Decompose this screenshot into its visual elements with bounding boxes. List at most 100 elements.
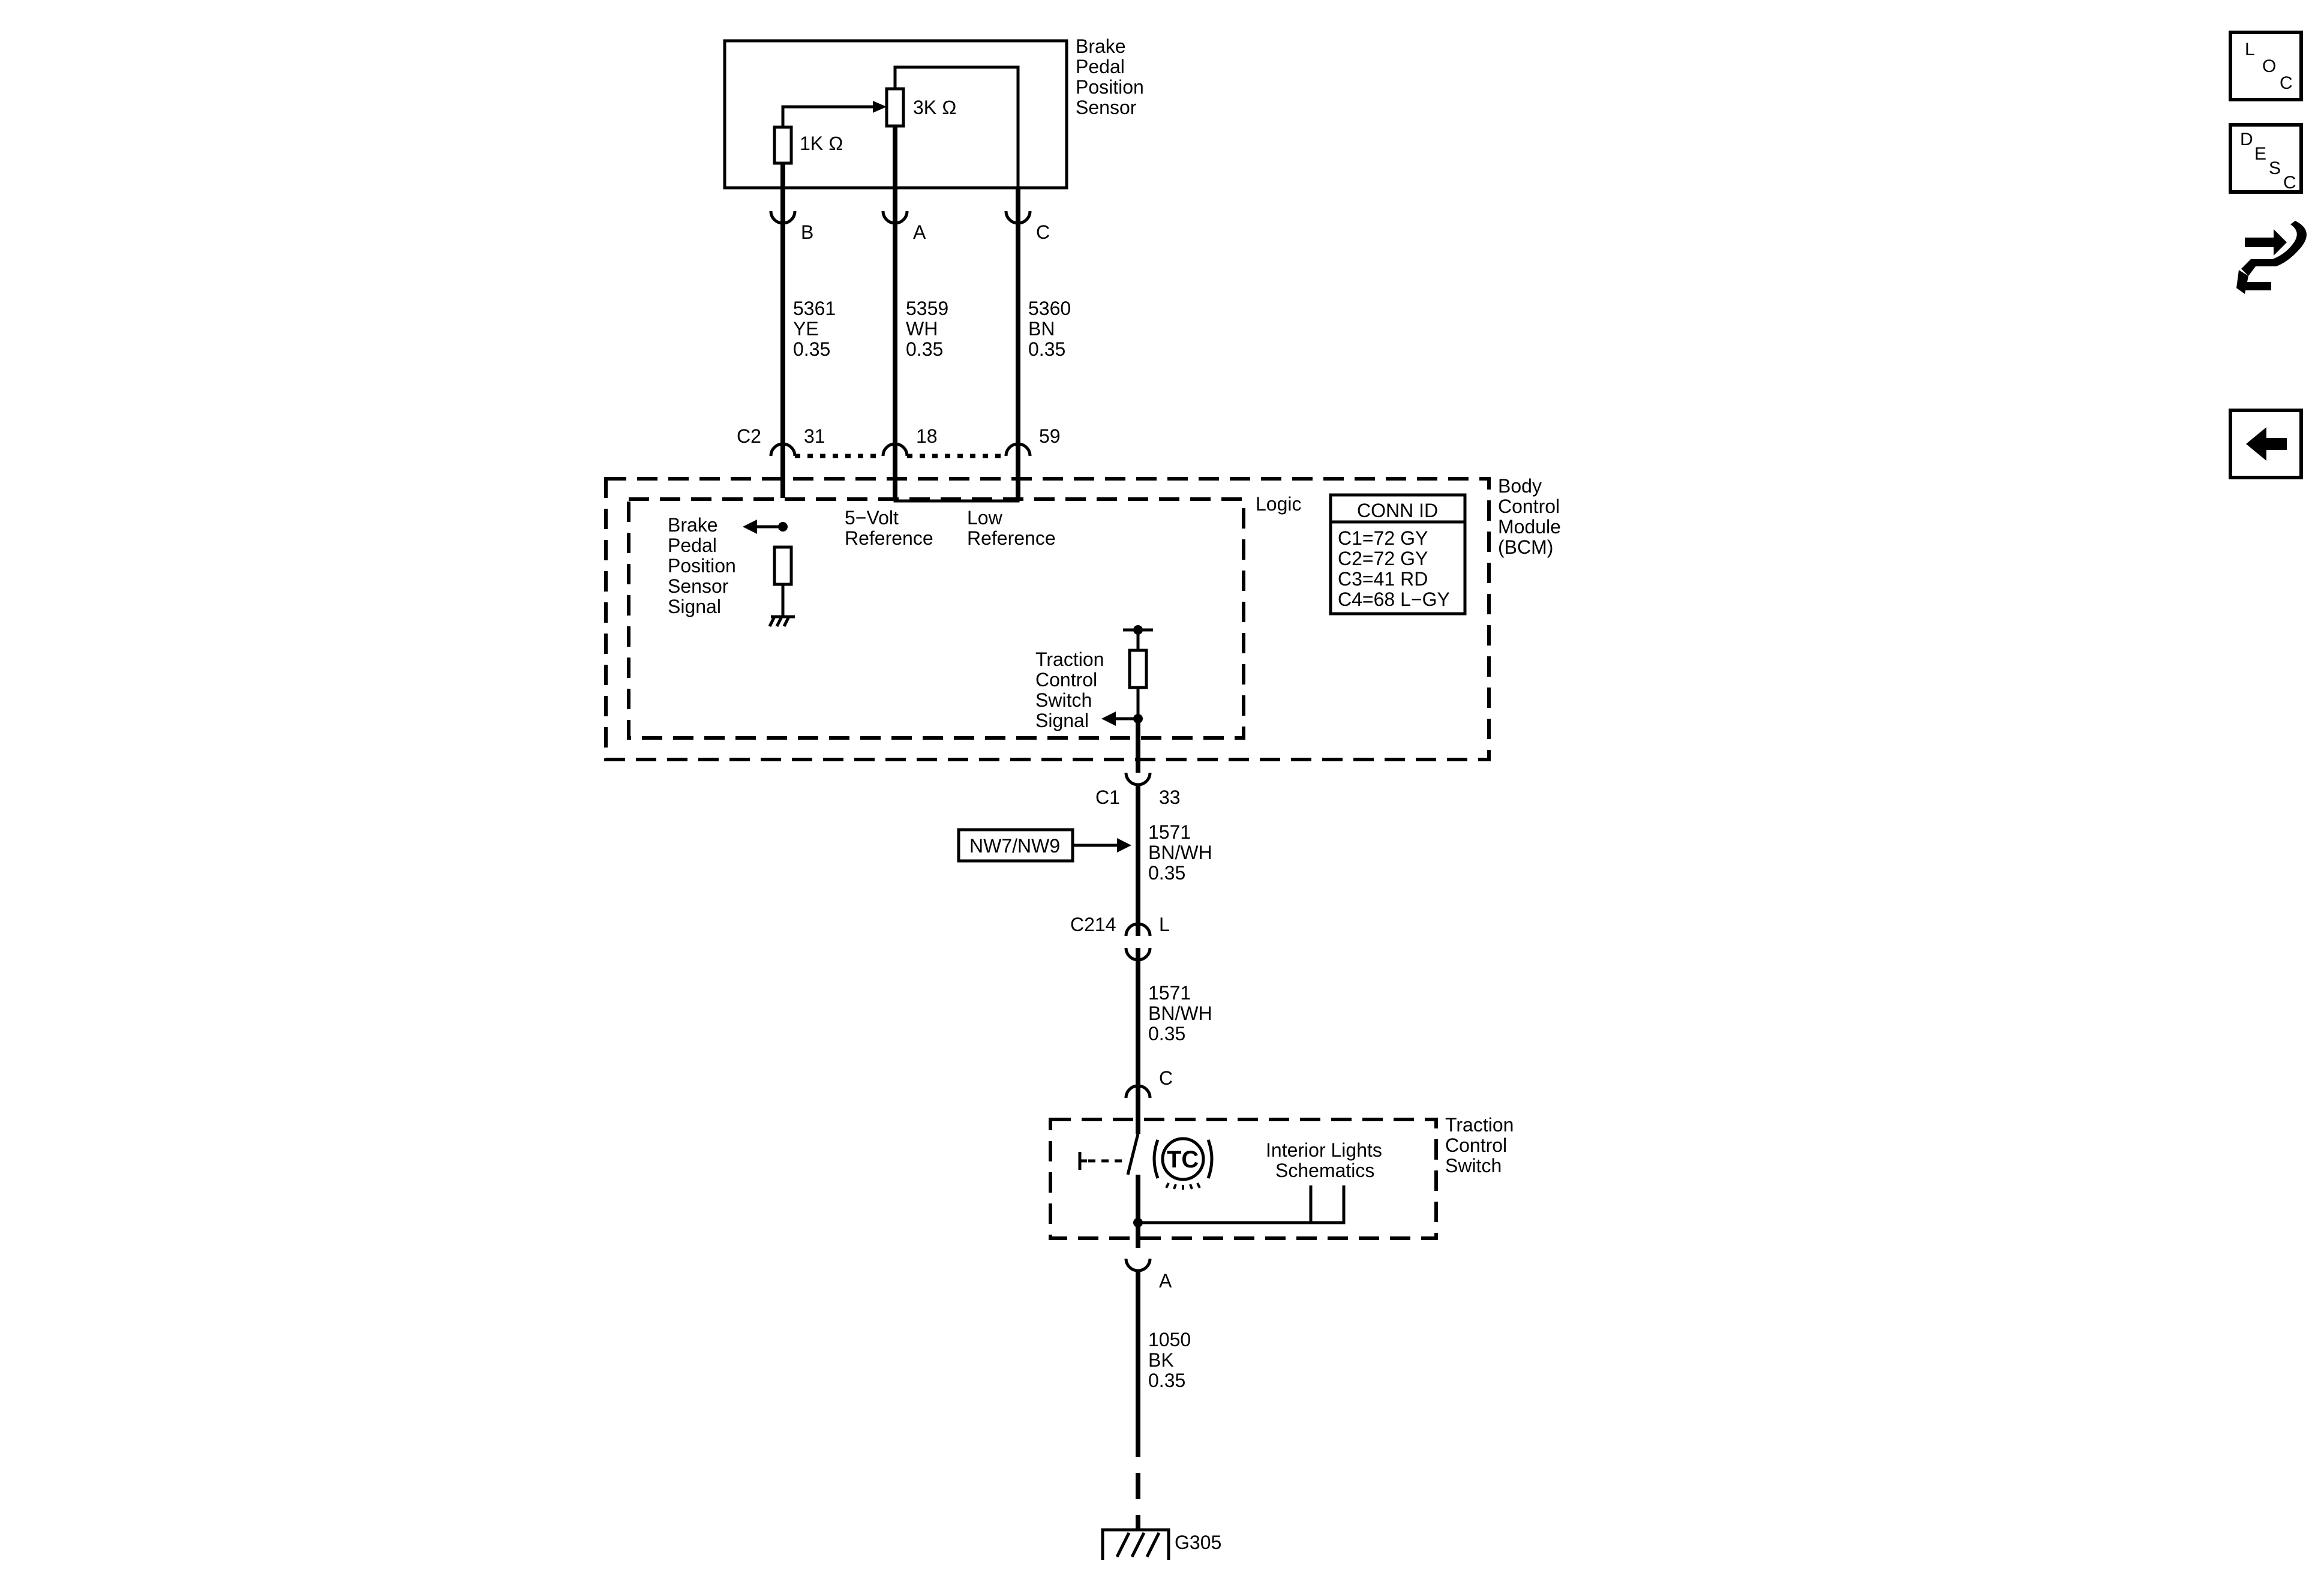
sensor-wires: 5361 YE 0.35 5359 WH 0.35 5360 BN 0.35 [780, 188, 1071, 498]
wiper-arrow-icon [873, 101, 887, 113]
sensor-title-line-3: Position [1076, 76, 1144, 98]
bcm-connector-c1: C1 33 [1095, 772, 1181, 808]
ground-label: G305 [1175, 1532, 1221, 1553]
bcm-pin-33: 33 [1159, 786, 1181, 808]
tcs-signal-line-3: Switch [1035, 689, 1092, 711]
traction-control-switch: C Traction Control Switch [1049, 1067, 1514, 1292]
wire-5361-color: YE [793, 318, 819, 340]
bcm-title-line-4: (BCM) [1498, 536, 1553, 558]
switch-contact [1126, 1133, 1140, 1175]
connector-cavity-icon [1124, 922, 1152, 936]
bcm-pin-18: 18 [916, 425, 938, 447]
tcs-signal-line-4: Signal [1035, 710, 1089, 731]
bcm-boundary [604, 477, 1491, 761]
location-icon[interactable] [2229, 31, 2303, 101]
description-button[interactable]: D E S C [2229, 123, 2303, 194]
logic-label: Logic [1256, 493, 1302, 515]
resistor-3k [885, 87, 905, 128]
bcm-title-line-1: Body [1498, 475, 1542, 497]
wire-1571-upper-color: BN/WH [1148, 842, 1212, 863]
conn-id-header: CONN ID [1357, 500, 1438, 521]
description-icon[interactable] [2229, 123, 2303, 194]
bcm-pin-31: 31 [804, 425, 825, 447]
location-button[interactable]: L O C [2229, 31, 2303, 101]
signal-arrow-icon [1101, 712, 1116, 726]
arrow-left-icon [2246, 427, 2287, 461]
option-indicator: NW7/NW9 [957, 828, 1131, 863]
conn-id-row-4: C4=68 L−GY [1338, 589, 1450, 610]
wire-1571-lower-gauge: 0.35 [1148, 1023, 1185, 1044]
loc-letter-l: L [2245, 40, 2255, 59]
switch-title-line-3: Switch [1445, 1155, 1502, 1176]
tcs-pullup-resistor [1128, 649, 1148, 689]
desc-letter-c: C [2283, 173, 2296, 193]
desc-letter-e: E [2254, 144, 2266, 164]
bcm-connector-c2: C2 [737, 425, 761, 447]
c214-pin: L [1159, 914, 1170, 935]
switch-title-line-2: Control [1445, 1134, 1507, 1156]
conn-id-row-1: C1=72 GY [1338, 527, 1428, 549]
back-button[interactable] [2229, 409, 2303, 479]
sensor-pin-b: B [801, 221, 813, 243]
body-control-module: C2 31 18 59 Body Control Module (BCM) Lo… [604, 425, 1561, 761]
connector-cavity-icon [1124, 1258, 1152, 1272]
pullup-resistor [773, 545, 793, 586]
wire-5360-circuit: 5360 [1028, 298, 1071, 319]
connector-view-icon[interactable] [2236, 221, 2307, 294]
interior-lights-line-1: Interior Lights [1266, 1139, 1382, 1161]
switch-pin-a: A [1159, 1270, 1172, 1292]
connector-cavity-icon [769, 442, 797, 457]
switch-title-line-1: Traction [1445, 1114, 1514, 1136]
switch-knob-icon [1078, 1152, 1087, 1170]
loc-letter-c: C [2280, 73, 2293, 93]
bpps-signal-line-3: Position [668, 555, 736, 577]
tcs-signal-line-1: Traction [1035, 649, 1104, 670]
wire-5360-gauge: 0.35 [1028, 338, 1065, 360]
switch-boundary [1049, 1118, 1438, 1240]
sensor-title-line-2: Pedal [1076, 56, 1125, 77]
switch-pin-c: C [1159, 1067, 1173, 1089]
bcm-title-line-2: Control [1498, 496, 1560, 517]
low-ref-line-1: Low [967, 507, 1003, 529]
traction-control-symbol-icon: TC [1152, 1137, 1214, 1190]
wire-5359-color: WH [906, 318, 938, 340]
conn-id-row-3: C3=41 RD [1338, 568, 1428, 590]
resistor-1k-label: 1K Ω [800, 133, 843, 154]
connector-cavity-icon [1124, 772, 1152, 786]
bpps-signal-line-2: Pedal [668, 535, 717, 556]
bcm-connector-c1-label: C1 [1095, 786, 1120, 808]
signal-arrow-icon [743, 520, 757, 534]
bpps-signal-line-4: Sensor [668, 575, 729, 597]
arrow-right-icon [1117, 838, 1131, 852]
wire-5359-gauge: 0.35 [906, 338, 943, 360]
sensor-connector: B A C [769, 211, 1050, 243]
desc-letter-d: D [2240, 130, 2253, 149]
conn-id-row-2: C2=72 GY [1338, 548, 1428, 569]
desc-letter-s: S [2269, 158, 2281, 178]
tc-symbol-text: TC [1167, 1146, 1199, 1173]
wire-1050-gauge: 0.35 [1148, 1370, 1185, 1391]
wire-1571-upper-circuit: 1571 [1148, 821, 1191, 843]
connector-view-button[interactable] [2236, 221, 2307, 294]
reference-bracket [1309, 1185, 1346, 1224]
ground-icon [768, 615, 795, 628]
sensor-title-line-4: Sensor [1076, 97, 1137, 118]
wire-1050-color: BK [1148, 1349, 1174, 1371]
five-volt-ref-line-1: 5−Volt [845, 507, 899, 529]
wire-1571-lower-color: BN/WH [1148, 1002, 1212, 1024]
connector-cavity-icon [1124, 1084, 1152, 1098]
resistor-3k-label: 3K Ω [913, 97, 957, 118]
sensor-pin-a: A [913, 221, 926, 243]
bcm-pin-59: 59 [1039, 425, 1061, 447]
brake-pedal-position-sensor: Brake Pedal Position Sensor 1K Ω 3K Ω [723, 35, 1144, 190]
wire-5360-color: BN [1028, 318, 1055, 340]
wire-1050-circuit: 1050 [1148, 1329, 1191, 1350]
bcm-title-line-3: Module [1498, 516, 1561, 538]
low-ref-line-2: Reference [967, 527, 1056, 549]
wire-5361-circuit: 5361 [793, 298, 836, 319]
interior-lights-line-2: Schematics [1275, 1160, 1374, 1181]
connector-cavity-icon [881, 442, 909, 457]
wire-1571-upper-gauge: 0.35 [1148, 862, 1185, 884]
loc-letter-o: O [2262, 56, 2276, 76]
